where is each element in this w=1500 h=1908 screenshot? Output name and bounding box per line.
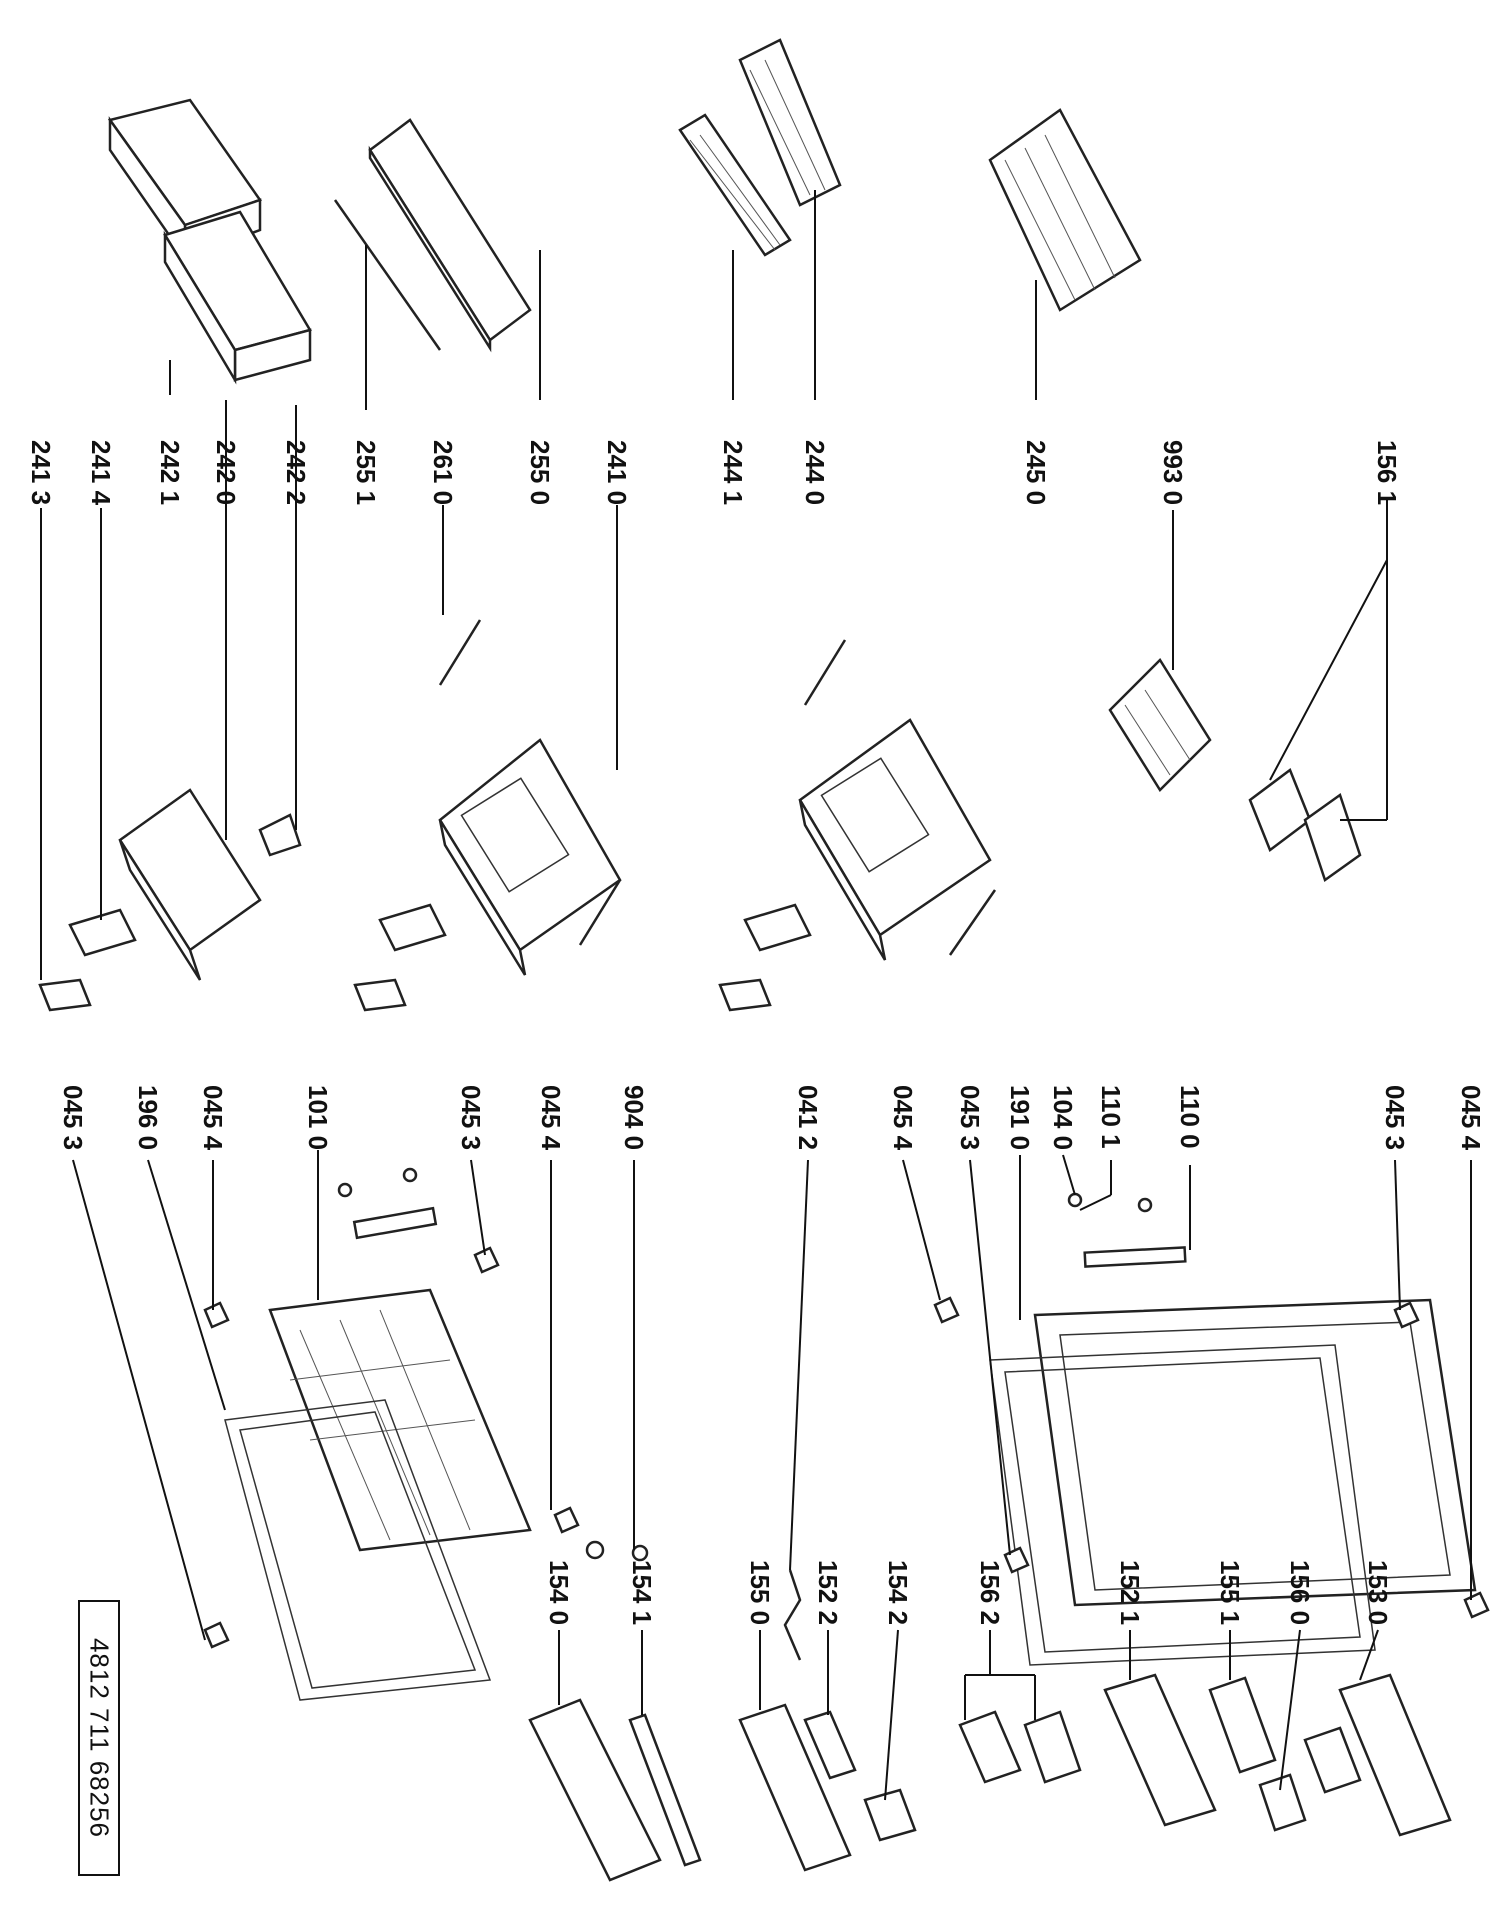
label-255-1: 255 1 — [351, 440, 381, 505]
leader-lines — [40, 190, 1472, 1801]
label-242-1: 242 1 — [155, 440, 185, 505]
freezer-drawer-middle-shape — [353, 619, 622, 1012]
label-045-3-b: 045 3 — [456, 1085, 486, 1150]
label-241-3: 241 3 — [26, 440, 56, 505]
left-door-fittings-shape — [203, 1167, 649, 1649]
label-242-0: 242 0 — [211, 440, 241, 505]
freezer-drawer-upper-shape — [718, 639, 997, 1012]
label-110-1: 110 1 — [1096, 1085, 1126, 1149]
label-045-4-b: 045 4 — [536, 1085, 566, 1151]
grid-shelves-shape — [678, 38, 842, 257]
document-code: 4812 711 68256 — [84, 1637, 115, 1839]
label-104-0: 104 0 — [1048, 1085, 1078, 1150]
door-bins-shape — [528, 1673, 1452, 1882]
label-154-1: 154 1 — [627, 1560, 657, 1625]
label-241-4: 241 4 — [86, 440, 116, 506]
label-110-0: 110 0 — [1175, 1085, 1205, 1149]
label-045-3-c: 045 3 — [955, 1085, 985, 1150]
document-code-box: 4812 711 68256 — [78, 1600, 120, 1876]
glass-shelf-shape — [333, 118, 532, 353]
label-993-0: 993 0 — [1158, 440, 1188, 505]
label-152-1: 152 1 — [1115, 1560, 1145, 1625]
label-101-0: 101 0 — [303, 1085, 333, 1150]
large-grid-shelf-shape — [988, 108, 1142, 312]
hinge-2422-shape — [258, 813, 302, 857]
label-153-0: 153 0 — [1363, 1560, 1393, 1625]
label-156-2: 156 2 — [975, 1560, 1005, 1625]
label-245-0: 245 0 — [1021, 440, 1051, 505]
label-241-0: 241 0 — [602, 440, 632, 505]
freezer-drawer-lower-shape — [38, 788, 262, 1012]
label-196-0: 196 0 — [133, 1085, 163, 1150]
part-labels: 241 3 241 4 242 1 242 0 242 2 255 1 261 … — [26, 440, 1486, 1625]
hinge-0412-shape — [783, 1569, 802, 1661]
label-155-0: 155 0 — [745, 1560, 775, 1625]
label-045-4-d: 045 4 — [1456, 1085, 1486, 1151]
label-242-2: 242 2 — [281, 440, 311, 505]
crisper-drawers-shape — [107, 98, 312, 385]
label-155-1: 155 1 — [1215, 1560, 1245, 1625]
label-904-0: 904 0 — [619, 1085, 649, 1150]
freezer-door-shape — [224, 1288, 532, 1701]
label-041-2: 041 2 — [793, 1085, 823, 1150]
label-191-0: 191 0 — [1005, 1085, 1035, 1150]
label-154-2: 154 2 — [883, 1560, 913, 1625]
label-045-4-c: 045 4 — [888, 1085, 918, 1151]
label-154-0: 154 0 — [544, 1560, 574, 1625]
label-255-0: 255 0 — [525, 440, 555, 505]
label-152-2: 152 2 — [813, 1560, 843, 1625]
label-156-0: 156 0 — [1285, 1560, 1315, 1625]
label-244-1: 244 1 — [718, 440, 748, 505]
label-045-4-a: 045 4 — [198, 1085, 228, 1151]
label-261-0: 261 0 — [428, 440, 458, 505]
egg-tray-shape — [1248, 768, 1362, 883]
ice-tray-shape — [1108, 658, 1212, 792]
right-door-fittings-shape — [933, 1192, 1490, 1619]
label-156-1: 156 1 — [1372, 440, 1402, 505]
label-045-3-a: 045 3 — [58, 1085, 88, 1150]
label-244-0: 244 0 — [800, 440, 830, 505]
label-045-3-d: 045 3 — [1380, 1085, 1410, 1150]
